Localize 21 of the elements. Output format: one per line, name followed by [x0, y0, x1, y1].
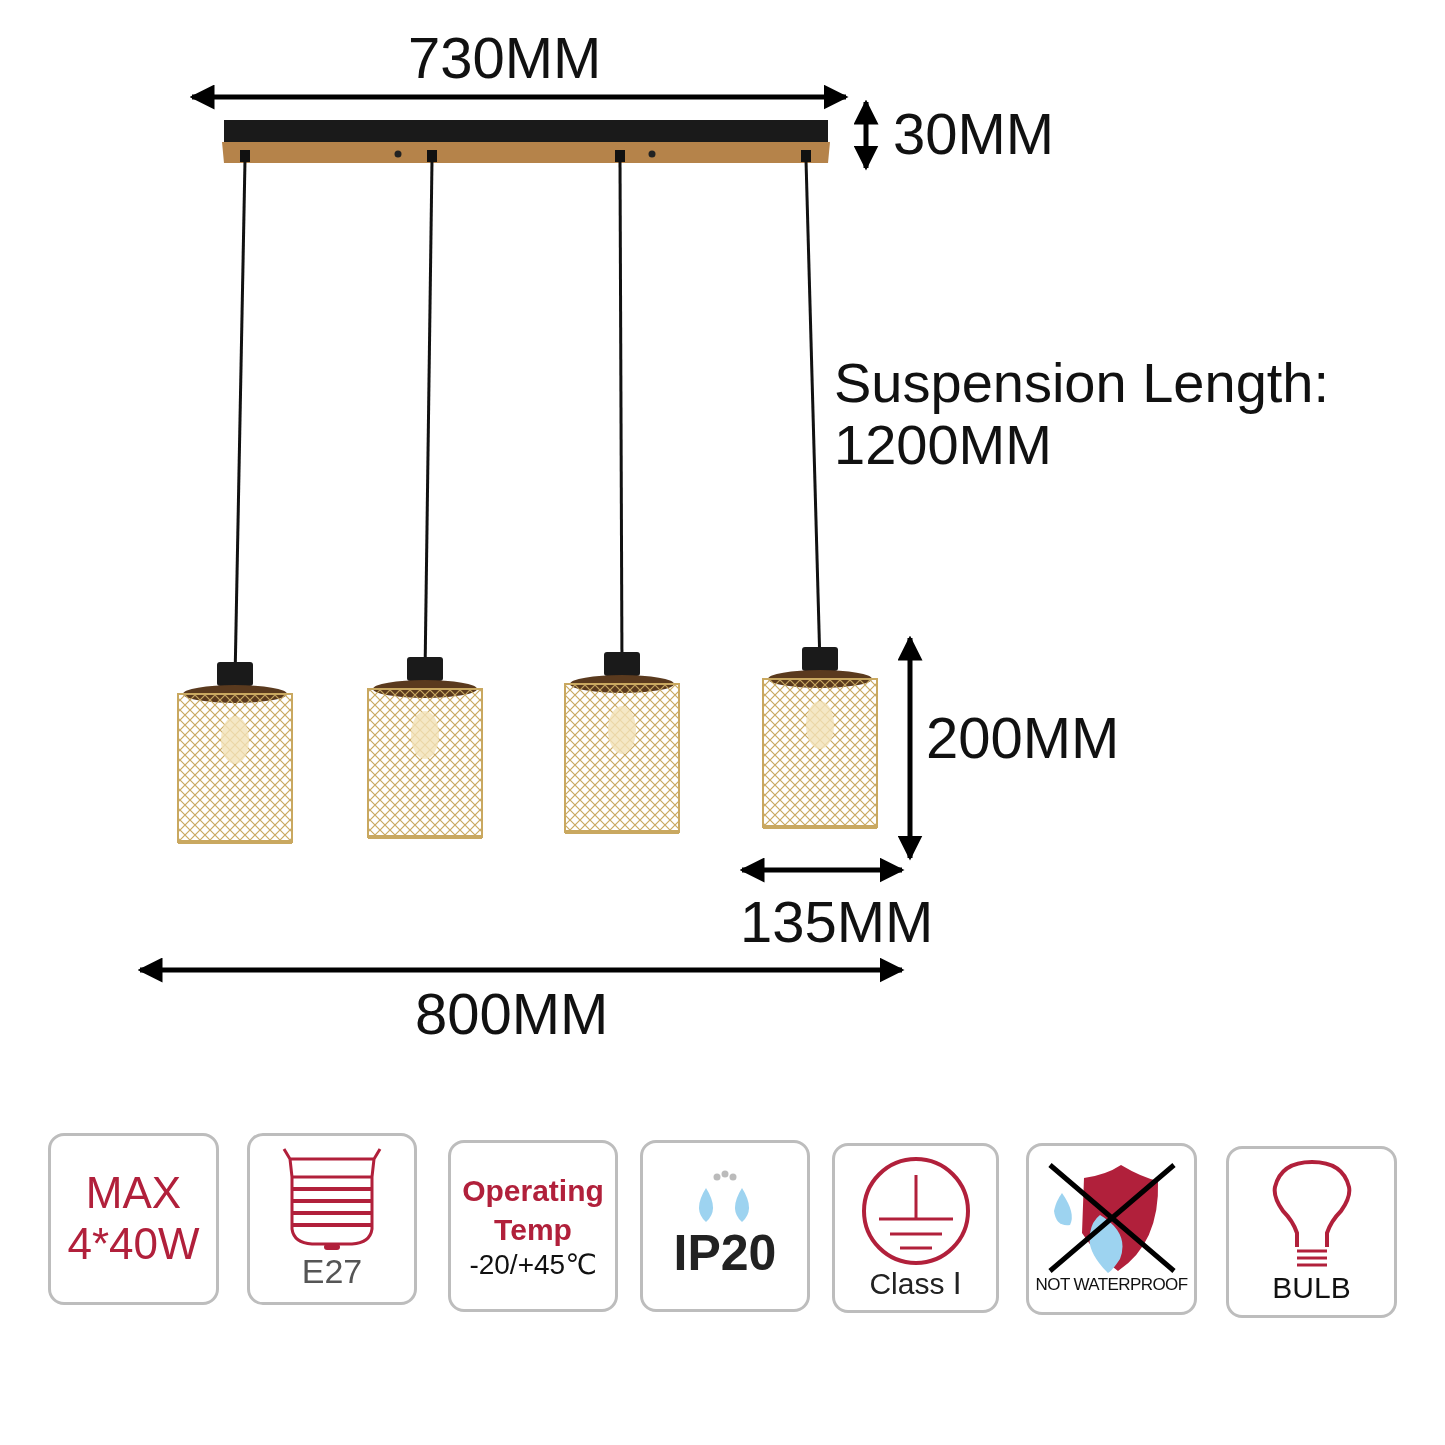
socket-label: E27 [301, 1251, 363, 1292]
dimension-label: 800MM [415, 982, 609, 1046]
temperature-range: -20/+45℃ [469, 1248, 597, 1282]
dimension-label: 135MM [740, 890, 934, 954]
spec-card [1026, 1143, 1197, 1315]
spec-card [1226, 1146, 1397, 1318]
suspension-length-label: Suspension Length: 1200MM [834, 352, 1331, 476]
insulation-class-label: Class Ⅰ [869, 1266, 962, 1302]
spec-card [247, 1133, 417, 1305]
dimension-label: 200MM [926, 706, 1120, 770]
bulb-label: BULB [1272, 1270, 1351, 1306]
wattage-text: MAX 4*40W [66, 1168, 201, 1270]
spec-card [640, 1140, 810, 1312]
spec-card [48, 1133, 219, 1305]
spec-card [832, 1143, 999, 1313]
warning-label: NOT WATERPROOF [1035, 1275, 1188, 1295]
dimension-label: 30MM [893, 102, 1055, 166]
spec-card [448, 1140, 618, 1312]
ip-rating-text: IP20 [673, 1224, 777, 1283]
dimension-label: 730MM [408, 26, 602, 90]
temperature-heading: Operating Temp [461, 1172, 605, 1248]
